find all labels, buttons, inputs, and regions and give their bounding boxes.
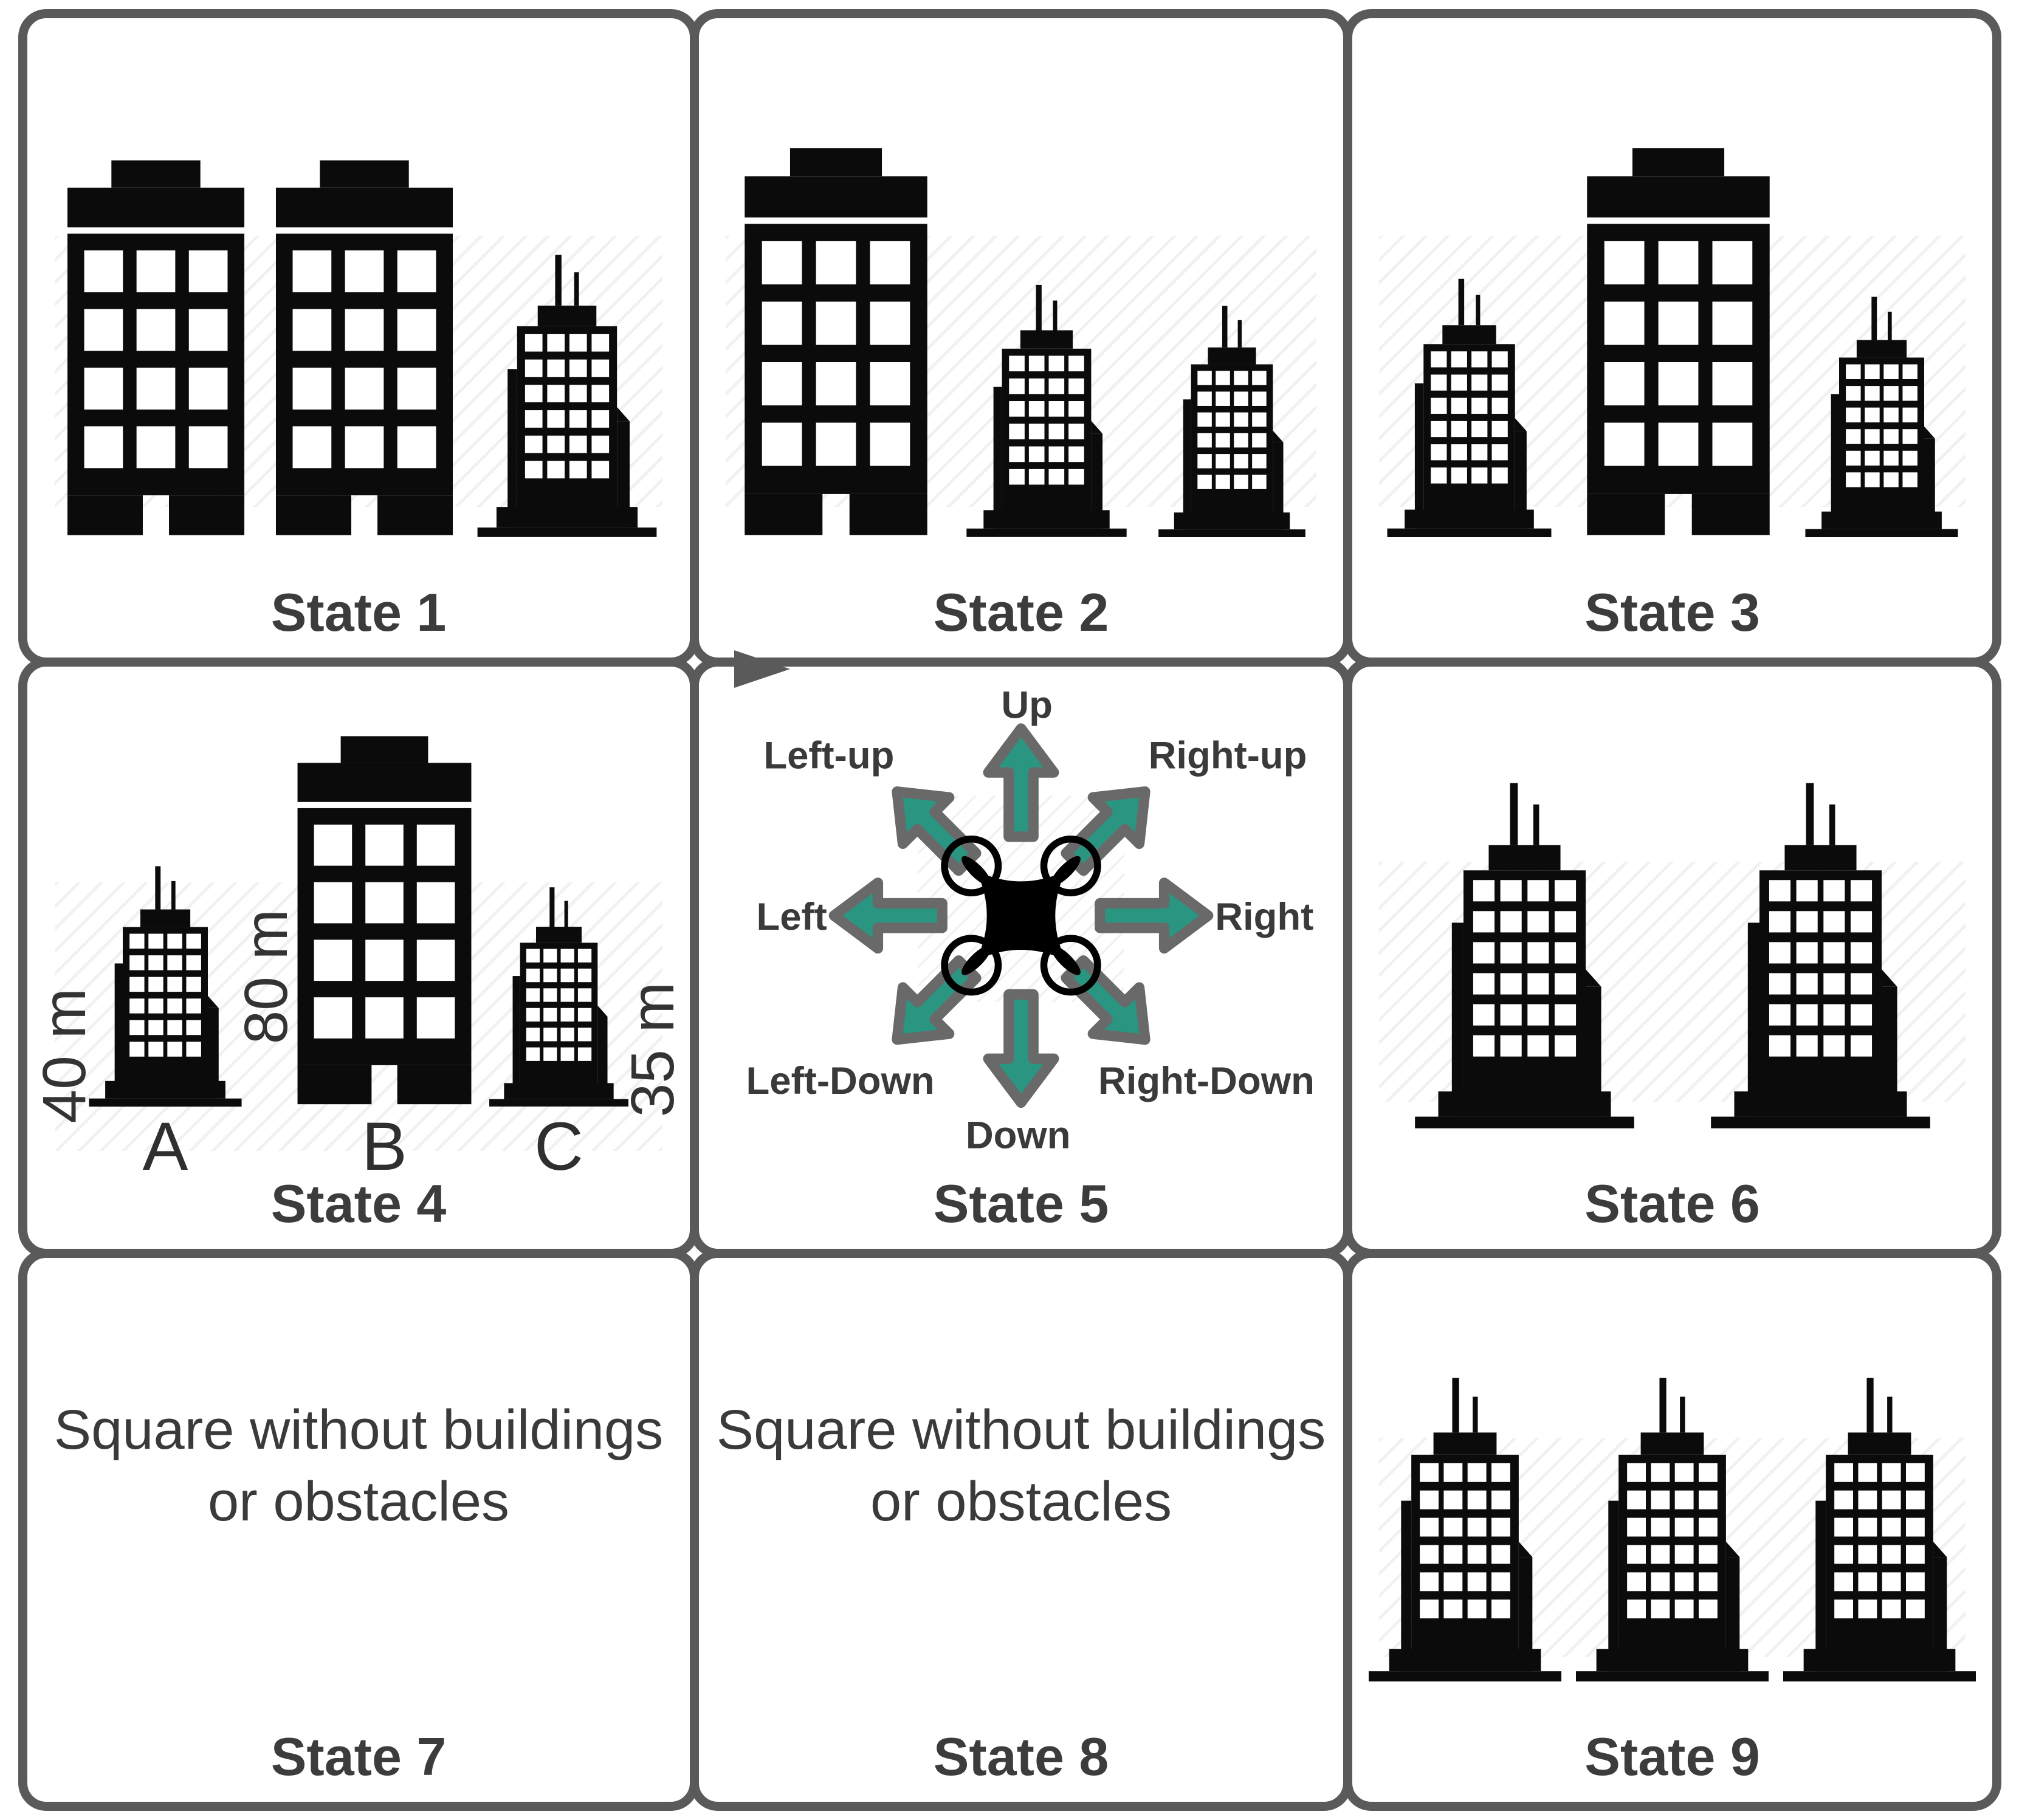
building-state-3-3 (1804, 294, 1959, 537)
state-2-caption: State 2 (933, 582, 1109, 642)
direction-label-left-down: Left-Down (746, 1059, 935, 1102)
state-2-art (714, 35, 1329, 537)
building-label: A (142, 1108, 188, 1184)
state-5-caption: State 5 (933, 1173, 1109, 1234)
building-skyscraper-icon (1575, 1378, 1769, 1681)
building-state-1-2 (267, 160, 461, 537)
building-label: B (362, 1108, 407, 1184)
state-3-caption: State 3 (1584, 582, 1760, 642)
building-state-6-2 (1709, 779, 1932, 1128)
arrow-up-icon (983, 723, 1059, 842)
direction-label-down: Down (966, 1114, 1071, 1155)
building-state-9-1 (1367, 1375, 1563, 1681)
building-state-3-1 (1386, 276, 1553, 537)
building-skyscraper-icon (89, 866, 242, 1107)
building-skyscraper-icon (1710, 783, 1930, 1128)
building-state-2-2 (965, 282, 1128, 537)
building-state-1-1 (59, 160, 253, 537)
building-skyscraper-icon (1414, 783, 1634, 1128)
flow-arrowhead-icon (734, 650, 790, 688)
direction-label-left-up: Left-up (763, 734, 894, 777)
state-6-art (1367, 684, 1978, 1128)
state-8-cell: Square without buildings or obstacles St… (690, 1249, 1352, 1811)
direction-label-right-up: Right-up (1149, 734, 1307, 777)
state-1-art (42, 35, 675, 537)
building-c: C (488, 885, 630, 1181)
building-state-6-1 (1413, 779, 1636, 1128)
arrow-right-down-icon (1061, 955, 1151, 1045)
building-state-9-3 (1781, 1375, 1978, 1681)
building-state-9-2 (1574, 1375, 1770, 1681)
arrow-left-down-icon (892, 955, 982, 1045)
building-skyscraper-icon (1387, 278, 1551, 537)
building-label: C (534, 1108, 583, 1184)
arrow-down-icon (983, 989, 1059, 1108)
state-3-art (1367, 35, 1978, 537)
state-4-caption: State 4 (270, 1173, 447, 1234)
building-skyscraper-icon (1783, 1378, 1976, 1681)
empty-square-note: Square without buildings or obstacles (716, 1398, 1326, 1533)
direction-label-up: Up (1001, 684, 1053, 726)
state-3-cell: State 3 (1343, 9, 2001, 667)
building-skyscraper-icon (489, 887, 628, 1107)
building-b: B (289, 736, 480, 1181)
arrow-right-up-icon (1061, 786, 1151, 876)
state-8-caption: State 8 (933, 1726, 1109, 1787)
building-skyscraper-icon (1158, 306, 1305, 537)
building-tower-icon (275, 160, 453, 535)
direction-label-right: Right (1215, 895, 1313, 938)
building-state-2-3 (1157, 303, 1307, 537)
state-7-art: Square without buildings or obstacles (42, 1282, 675, 1650)
state-9-cell: State 9 (1343, 1249, 2001, 1811)
state-9-caption: State 9 (1584, 1726, 1760, 1787)
building-skyscraper-icon (1368, 1378, 1562, 1681)
state-1-cell: State 1 (18, 9, 699, 667)
state-7-cell: Square without buildings or obstacles St… (18, 1249, 699, 1811)
building-height-label: 35 m (619, 981, 687, 1117)
building-state-1-3 (476, 252, 658, 537)
state-1-caption: State 1 (270, 582, 447, 642)
building-tower-icon (1586, 148, 1770, 535)
building-tower-icon (67, 160, 245, 535)
building-skyscraper-icon (477, 255, 657, 537)
building-tower-icon (297, 736, 472, 1105)
drone-icon (941, 835, 1101, 995)
direction-label-right-down: Right-Down (1098, 1059, 1315, 1102)
state-6-caption: State 6 (1584, 1173, 1760, 1234)
building-state-3-2 (1578, 148, 1778, 537)
arrow-left-icon (828, 877, 948, 953)
state-4-cell: 40 m A 80 m B (18, 658, 699, 1258)
state-4-art: 40 m A 80 m B (30, 684, 687, 1181)
direction-label-left: Left (756, 895, 827, 938)
state-9-art (1367, 1275, 1978, 1681)
building-height-label: 40 m (30, 987, 98, 1123)
building-tower-icon (744, 148, 927, 535)
building-a: A (88, 864, 243, 1181)
arrow-left-up-icon (892, 786, 982, 876)
state-6-cell: State 6 (1343, 658, 2001, 1258)
building-state-2-1 (736, 148, 936, 537)
building-skyscraper-icon (1804, 297, 1958, 537)
state-2-cell: State 2 (690, 9, 1352, 667)
state-8-art: Square without buildings or obstacles (714, 1282, 1329, 1650)
building-skyscraper-icon (966, 284, 1127, 537)
state-7-caption: State 7 (270, 1726, 447, 1787)
empty-square-note: Square without buildings or obstacles (53, 1398, 664, 1533)
arrow-right-icon (1095, 877, 1214, 953)
building-height-label: 80 m (232, 908, 300, 1044)
